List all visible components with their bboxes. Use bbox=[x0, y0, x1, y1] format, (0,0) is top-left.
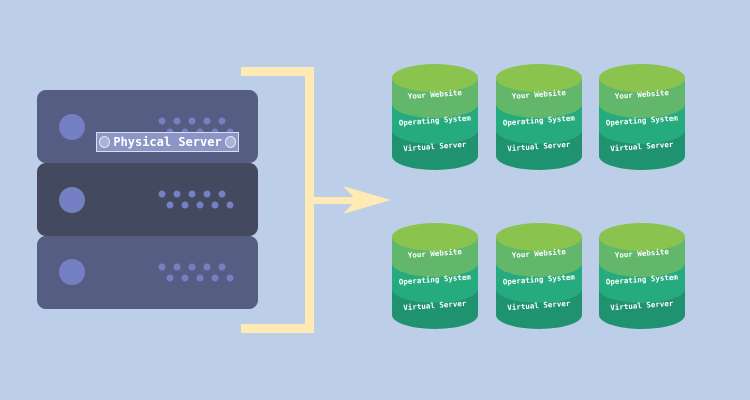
server-unit-body bbox=[37, 236, 258, 309]
server-unit-3 bbox=[37, 236, 258, 309]
server-unit-1 bbox=[37, 90, 258, 163]
bracket-top-arm bbox=[241, 67, 314, 76]
bracket-vertical bbox=[305, 67, 314, 333]
arrow-head-icon bbox=[343, 186, 391, 214]
stack-layer-label: Your Website bbox=[614, 247, 669, 260]
stack-layer-label: Your Website bbox=[511, 88, 566, 101]
stack-top-ellipse bbox=[496, 64, 582, 92]
stack-layer-label: Virtual Server bbox=[610, 299, 674, 312]
stack-top-ellipse bbox=[392, 223, 478, 251]
stack-layer-label: Virtual Server bbox=[507, 140, 571, 153]
physical-server-label: Physical Server bbox=[96, 132, 239, 152]
label-right-cap-icon bbox=[225, 136, 236, 148]
server-power-icon bbox=[59, 187, 85, 213]
stack-layer-label: Virtual Server bbox=[610, 140, 674, 153]
stack-layer-label: Virtual Server bbox=[403, 140, 467, 153]
arrow-shaft bbox=[314, 197, 358, 204]
stack-layer-label: Your Website bbox=[511, 247, 566, 260]
server-vent-leds bbox=[158, 190, 234, 209]
bracket-bottom-arm bbox=[241, 324, 314, 333]
stack-layer-label: Virtual Server bbox=[403, 299, 467, 312]
server-unit-body bbox=[37, 163, 258, 236]
server-power-icon bbox=[59, 114, 85, 140]
label-left-cap-icon bbox=[99, 136, 110, 148]
bracket-connector bbox=[241, 67, 391, 333]
physical-server bbox=[37, 90, 258, 309]
server-power-icon bbox=[59, 259, 85, 285]
stack-layer-label: Your Website bbox=[407, 88, 462, 101]
stack-top-ellipse bbox=[599, 223, 685, 251]
stack-top-ellipse bbox=[599, 64, 685, 92]
stack-layer-label: Your Website bbox=[614, 88, 669, 101]
stack-layer-label: Your Website bbox=[407, 247, 462, 260]
stack-layer-label: Virtual Server bbox=[507, 299, 571, 312]
stack-top-ellipse bbox=[496, 223, 582, 251]
physical-server-label-text: Physical Server bbox=[113, 135, 222, 149]
stack-top-ellipse bbox=[392, 64, 478, 92]
server-vent-leds bbox=[158, 263, 234, 282]
server-unit-2 bbox=[37, 163, 258, 236]
